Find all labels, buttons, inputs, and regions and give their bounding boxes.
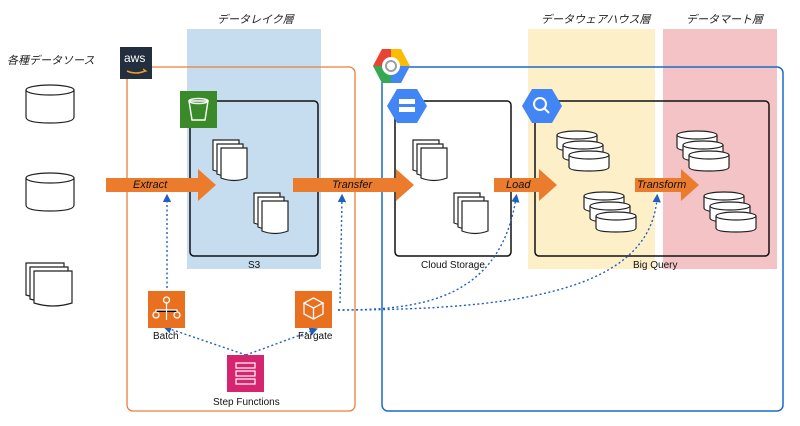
load-label: Load (506, 179, 531, 191)
stepfunctions-to-batch-line (163, 325, 247, 356)
fargate-to-load-line (337, 193, 520, 311)
table-stack-icon (703, 191, 757, 233)
s3-label: S3 (248, 260, 261, 271)
fargate-to-transform-line (337, 193, 661, 311)
bigquery-icon (522, 89, 562, 123)
stepfunctions-to-fargate-line (245, 327, 318, 356)
batch-label: Batch (153, 331, 179, 342)
database-source-icon (25, 172, 75, 212)
transform-label: Transform (637, 179, 687, 191)
transform-arrow (635, 169, 699, 201)
documents-icon (412, 139, 448, 182)
aws-logo-text: aws (124, 51, 146, 65)
extract-label: Extract (133, 179, 168, 191)
sources-zone-label: 各種データソース (7, 54, 95, 67)
cloud-storage-icon (387, 89, 427, 123)
aws-logo-icon (120, 47, 152, 79)
step-functions-label: Step Functions (213, 397, 280, 408)
warehouse-zone-label: データウェアハウス層 (541, 13, 651, 26)
transfer-label: Transfer (332, 179, 373, 191)
gcp-container (381, 66, 784, 412)
fargate-label: Fargate (298, 331, 333, 342)
database-source-icon (25, 84, 75, 124)
extract-arrow (106, 169, 216, 201)
table-stack-icon (676, 130, 730, 172)
load-arrow (494, 169, 557, 201)
gcp-logo-icon (373, 49, 410, 83)
table-stack-icon (556, 130, 610, 172)
documents-icon (453, 192, 489, 235)
datalake-zone-label: データレイク層 (217, 13, 294, 26)
documents-icon (212, 139, 248, 182)
s3-bucket-icon (180, 91, 217, 128)
cloud-storage-container (394, 100, 512, 257)
fargate-icon (295, 291, 332, 328)
bigquery-label: Big Query (633, 260, 678, 271)
aws-container (126, 66, 356, 412)
transfer-arrow (293, 169, 414, 201)
cloud-storage-label: Cloud Storage (421, 260, 485, 271)
documents-source-icon (25, 262, 73, 307)
datalake-zone (187, 29, 321, 269)
table-stack-icon (583, 191, 637, 233)
fargate-to-transfer-line (337, 193, 347, 304)
step-functions-icon (227, 355, 264, 392)
documents-icon (253, 192, 289, 235)
datamart-zone-label: データマート層 (686, 13, 763, 26)
batch-icon (148, 291, 185, 328)
